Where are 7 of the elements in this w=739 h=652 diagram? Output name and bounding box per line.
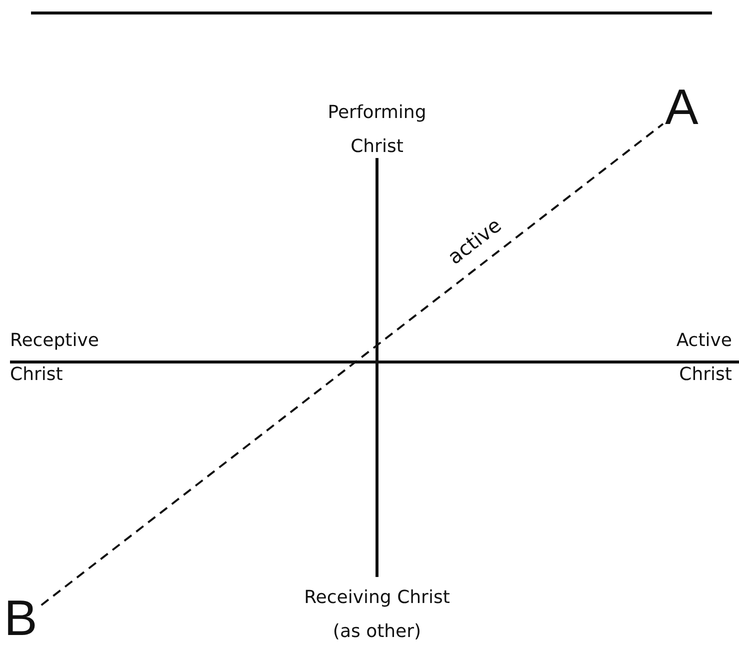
axis-label: Performing Christ bbox=[326, 101, 428, 159]
axis-label: Receiving Christ (as other) bbox=[303, 586, 451, 644]
axis-label: Active Christ bbox=[675, 329, 732, 387]
point-letter: A bbox=[665, 82, 698, 132]
point-letter: B bbox=[4, 593, 38, 643]
dashed-line bbox=[40, 123, 664, 606]
axis-label: Receptive Christ bbox=[10, 329, 100, 387]
